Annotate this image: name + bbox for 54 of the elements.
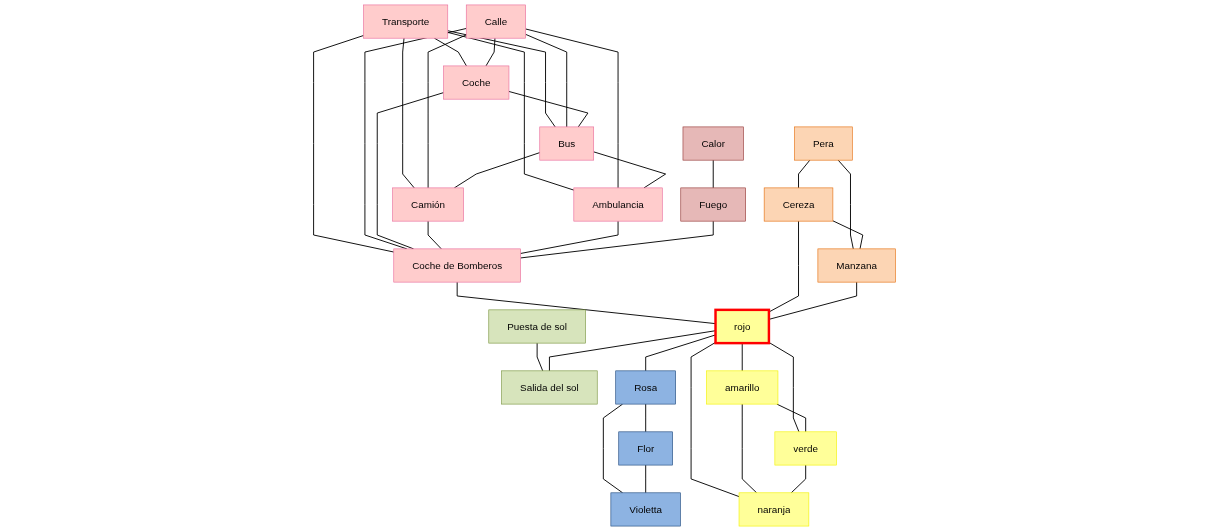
connector [837,159,854,250]
node-box: Salida del sol [501,370,598,405]
node-box: naranja [738,492,810,527]
node-box: Flor [618,431,673,466]
node-box: Coche de Bomberos [393,248,521,283]
connector [456,281,716,325]
connector [525,33,568,128]
node-box: Ambulancia [573,187,663,222]
node-box: Calor [682,126,744,161]
node-box: Pera [794,126,853,161]
node-box: rojo [714,308,771,345]
node-box: verde [774,431,837,466]
connector [741,403,758,494]
connector [645,334,716,372]
connector [593,151,667,189]
node-box: Rosa [615,370,676,405]
connector [313,35,395,253]
connector [832,220,864,250]
connector [402,37,415,189]
connector [645,464,647,494]
node-box: Fuego [680,187,746,222]
node-box: Bus [539,126,594,161]
connector [447,30,556,128]
connector [536,342,544,372]
node-box: Cereza [763,187,834,222]
connector [768,341,800,433]
connector [602,403,624,494]
connector [712,159,714,189]
connector [520,220,714,259]
node-box: Transporte [363,4,449,39]
connector [447,31,575,191]
connector [427,220,442,250]
connector [549,330,716,372]
node-box: Puesta de sol [488,309,586,344]
node-box: amarillo [706,370,779,405]
connector [508,91,589,128]
node-box: Coche [443,65,510,100]
node-box: Violetta [610,492,681,527]
connector [364,28,467,250]
connector [768,281,858,320]
node-box: Manzana [817,248,896,283]
connector [790,464,807,494]
node-box: Camión [392,187,464,222]
connector [376,92,444,250]
connector [645,403,647,433]
connector [776,403,807,433]
connector [798,159,811,189]
connector [690,341,740,498]
connector [520,220,619,254]
node-box: Calle [465,4,526,39]
connector [768,220,799,313]
connector [427,34,467,189]
connector [485,37,496,67]
connector [525,28,619,189]
